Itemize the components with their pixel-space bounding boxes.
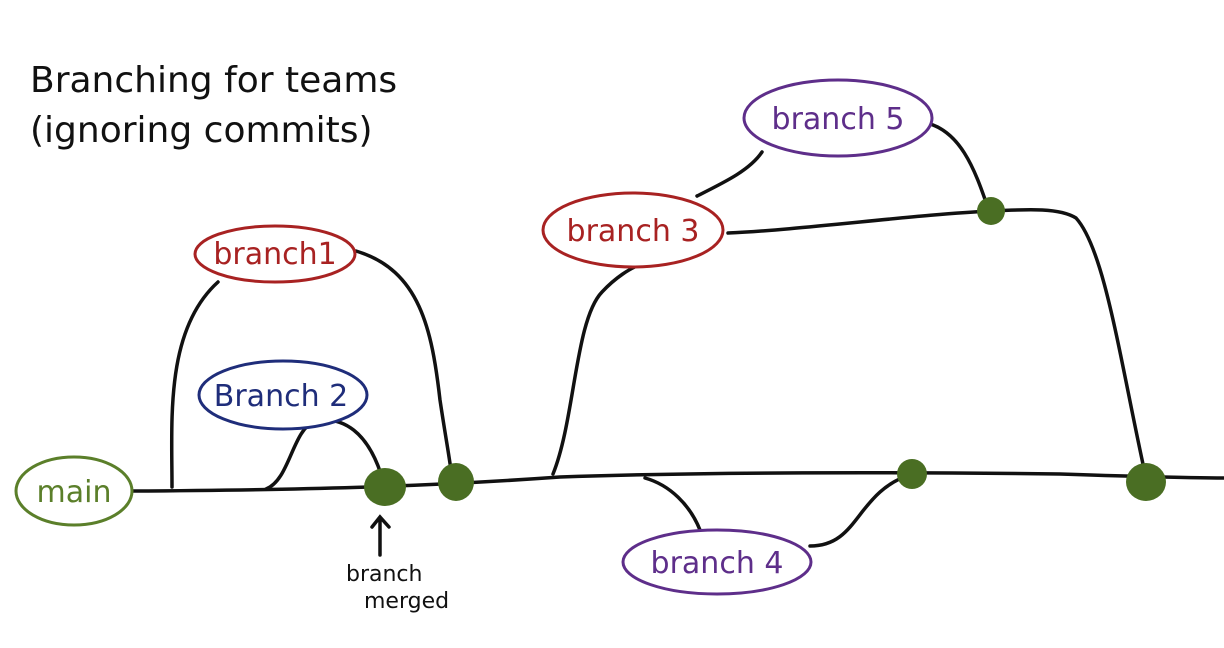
branch-label-branch4: branch 4 xyxy=(651,546,784,581)
branch3-line xyxy=(551,262,644,476)
branch-label-branch5: branch 5 xyxy=(772,102,905,137)
merge-dot-branch5 xyxy=(977,197,1005,225)
main-line xyxy=(130,471,1224,493)
diagram-title-line1: Branching for teams xyxy=(30,60,397,101)
branch5-merge-line xyxy=(920,120,990,210)
branch1-merge-line xyxy=(354,249,454,480)
branch-label-branch2: Branch 2 xyxy=(214,379,348,414)
diagram-title-line2: (ignoring commits) xyxy=(30,110,373,151)
branch-label-branch1: branch1 xyxy=(213,237,336,272)
branch5-line xyxy=(695,150,764,198)
branch-bubble-branch1: branch1 xyxy=(193,224,357,284)
branch-label-main: main xyxy=(37,475,112,510)
branch4-merge-line xyxy=(808,472,914,548)
branch-label-branch3: branch 3 xyxy=(567,214,700,249)
branch-bubble-main: main xyxy=(14,455,134,527)
merge-dot-branch4 xyxy=(897,459,927,489)
branch-bubble-branch4: branch 4 xyxy=(621,528,813,596)
branch3-merge-line xyxy=(726,207,1148,480)
merge-dot-branch1 xyxy=(438,463,474,501)
merge-annotation-arrow xyxy=(370,514,391,557)
branch-bubble-branch2: Branch 2 xyxy=(197,359,369,431)
merge-dot-branch3 xyxy=(1126,463,1166,501)
branch-bubble-branch3: branch 3 xyxy=(541,191,725,269)
merge-dot-branch2 xyxy=(364,468,406,506)
merge-annotation-line1: branch xyxy=(346,562,422,587)
branch-bubble-branch5: branch 5 xyxy=(742,78,934,158)
branch1-line xyxy=(169,280,220,489)
merge-annotation-line2: merged xyxy=(364,589,449,614)
branch4-line xyxy=(643,476,702,532)
